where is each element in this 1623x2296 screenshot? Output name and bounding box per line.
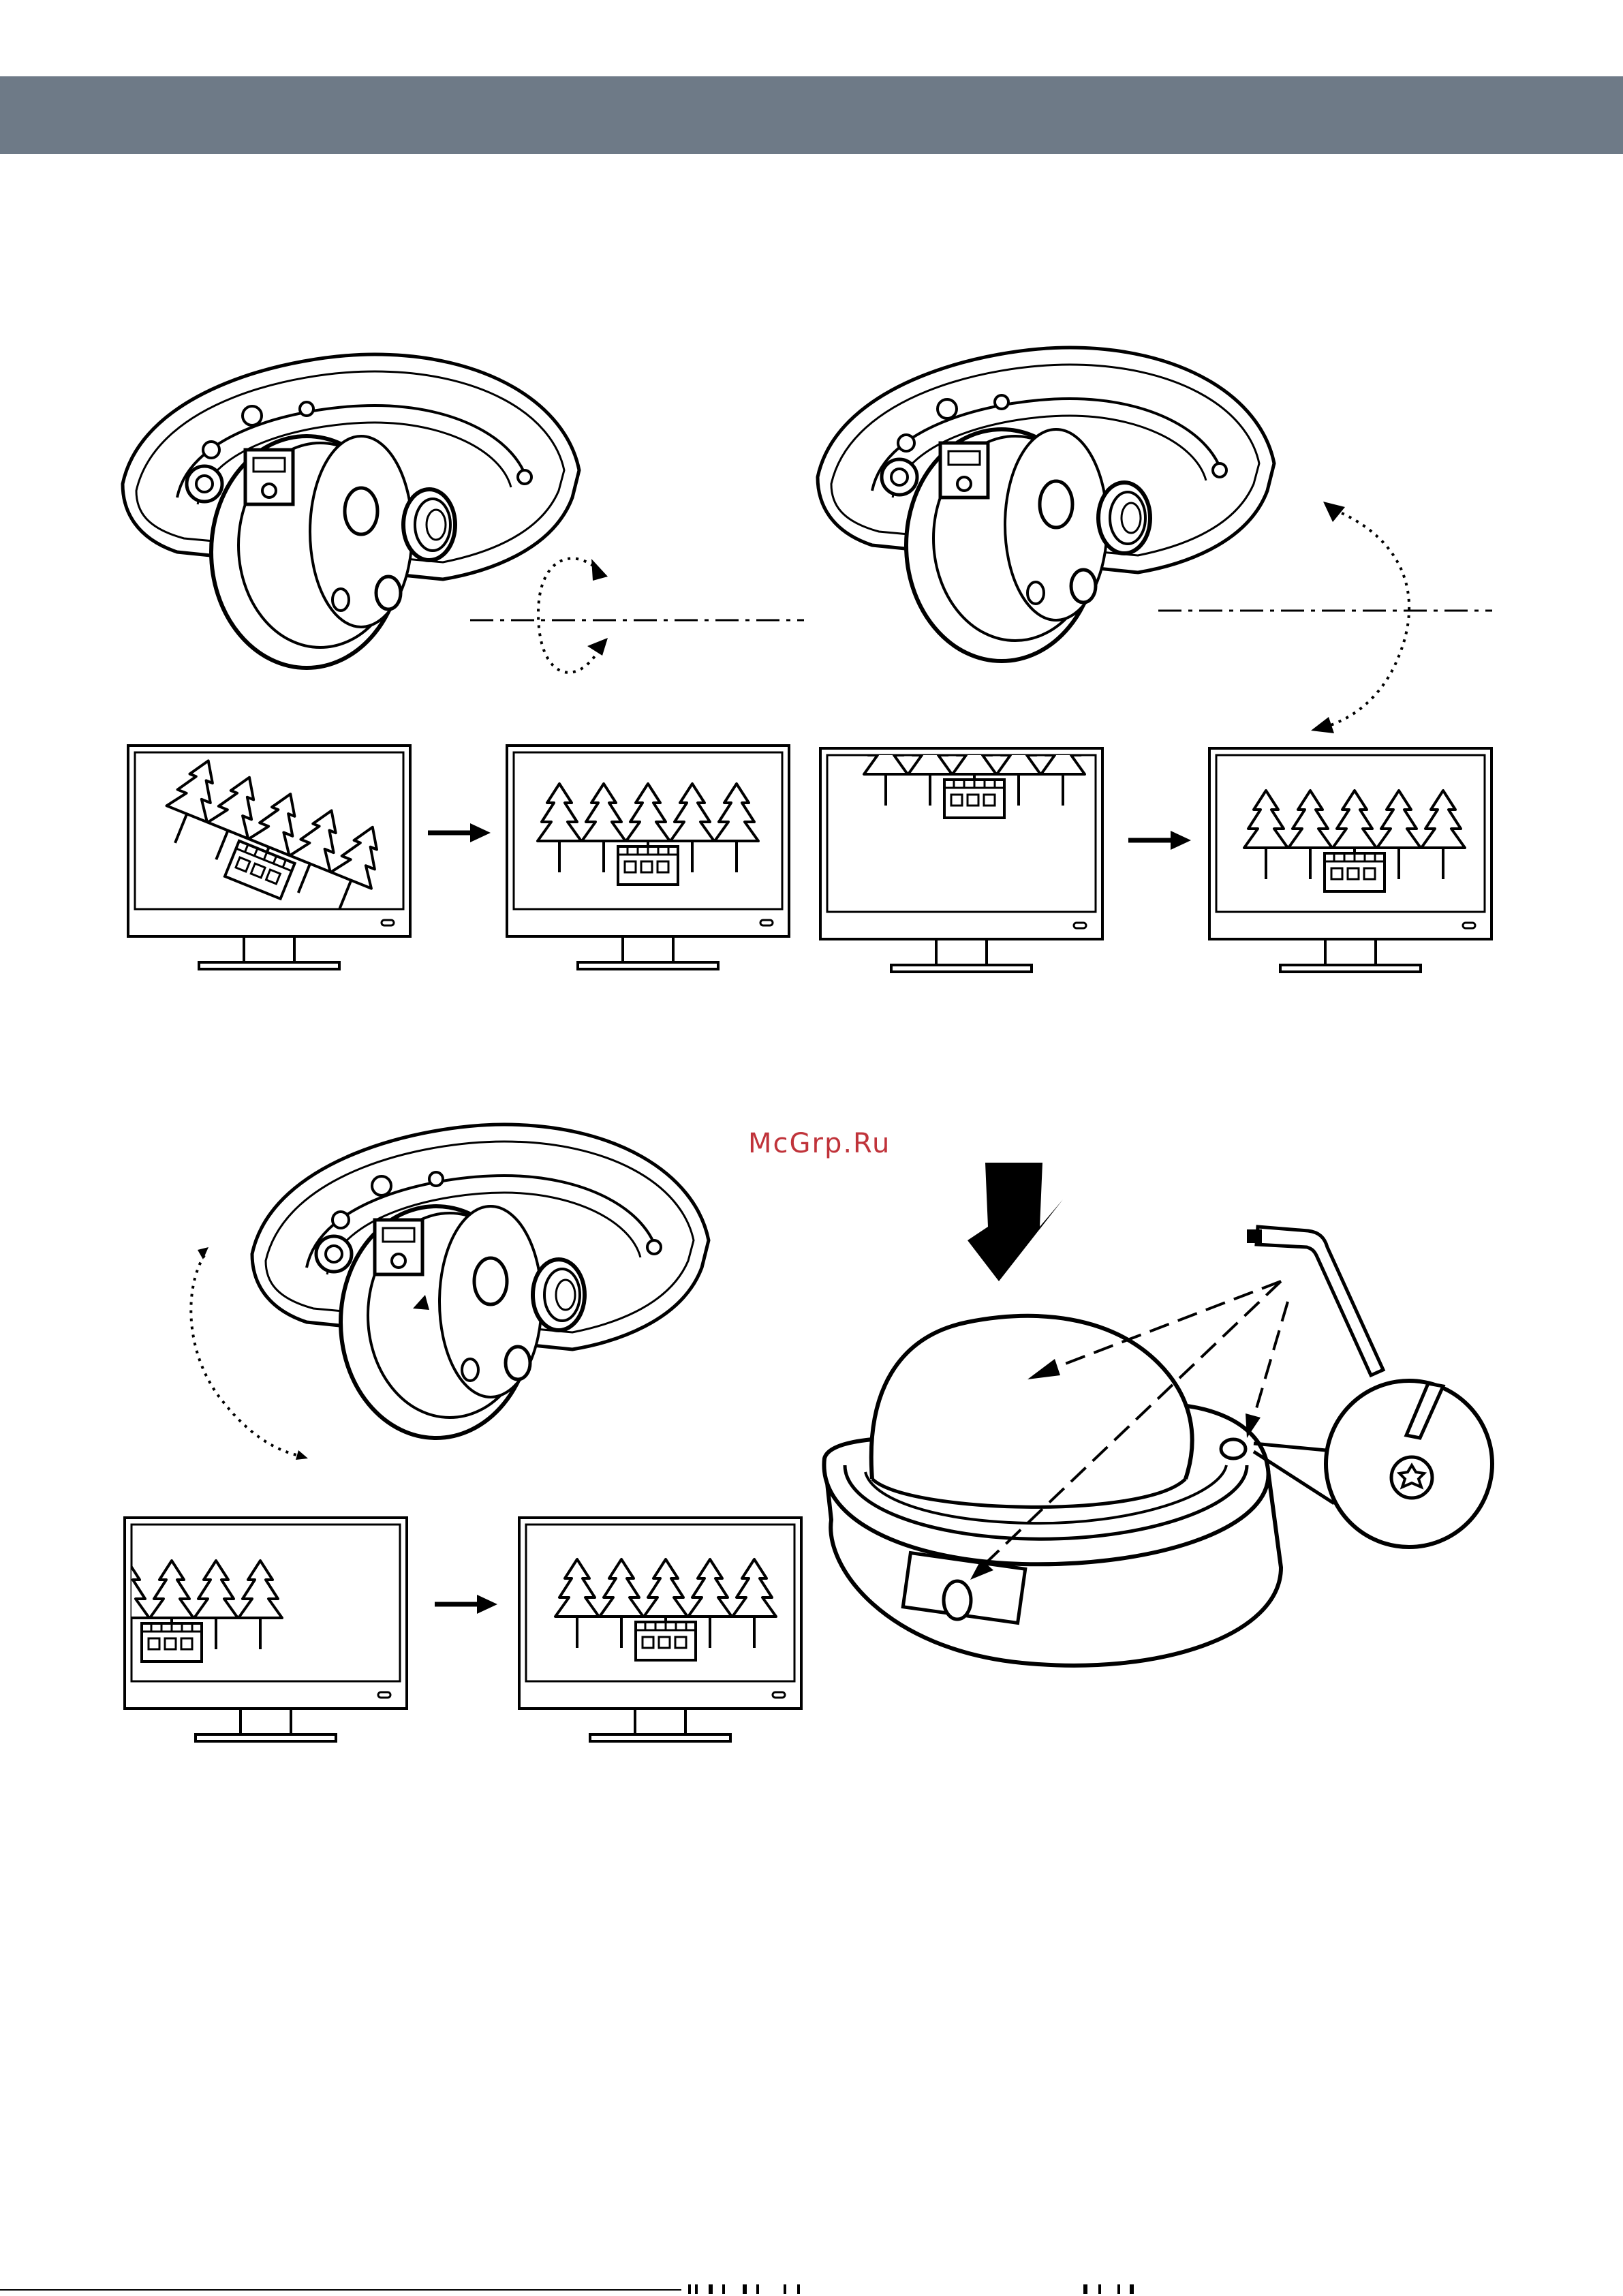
- dome-cover: [824, 1281, 1288, 1666]
- push-down-arrow: [968, 1163, 1063, 1281]
- watermark: McGrp.Ru: [748, 1128, 891, 1159]
- torx-wrench: [1247, 1227, 1383, 1375]
- rotate-adjustment: [61, 1124, 801, 1741]
- dome-camera-open: [123, 354, 579, 668]
- close-dome-cover: [824, 1163, 1492, 1666]
- dome-camera-open: [252, 1124, 709, 1438]
- pan-adjustment: [123, 354, 804, 969]
- tilt-arrow: [1322, 510, 1409, 728]
- torx-screw-detail: [1254, 1381, 1492, 1547]
- rotation-arrow: [538, 558, 600, 672]
- arrow-right: [1128, 831, 1191, 850]
- arrow-right: [435, 1595, 497, 1614]
- footer-marks: [0, 2283, 1623, 2296]
- arrow-right: [428, 823, 491, 842]
- dome-camera-open: [818, 348, 1274, 661]
- tilt-adjustment: [818, 348, 1492, 972]
